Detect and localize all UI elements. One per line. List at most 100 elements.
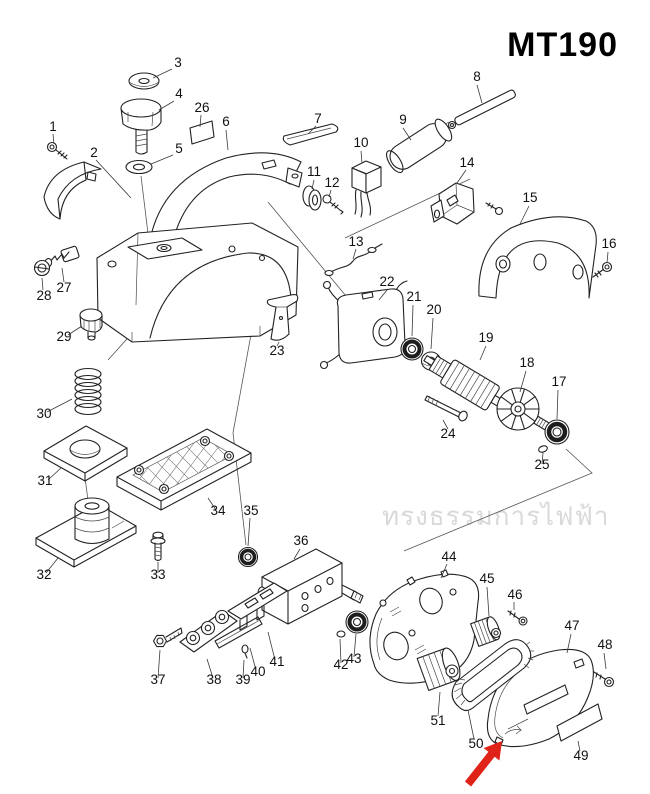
part-label-38: 38 — [206, 672, 221, 687]
part-label-35: 35 — [243, 503, 258, 518]
part-label-24: 24 — [440, 426, 456, 441]
part-5-washer: 5 — [125, 141, 183, 175]
part-26-label: 26 — [189, 100, 215, 145]
part-label-30: 30 — [36, 406, 51, 421]
part-15-rear-handle: 15 — [478, 190, 597, 299]
part-label-48: 48 — [597, 637, 612, 652]
watermark-text: ทรงธรรมการไฟฟ้า — [382, 501, 610, 531]
part-10-terminal-block: 10 — [351, 135, 382, 218]
part-label-46: 46 — [507, 587, 522, 602]
part-7-planer-blade: 7 — [282, 111, 339, 146]
part-label-1: 1 — [49, 119, 57, 134]
part-label-2: 2 — [90, 145, 98, 160]
part-4-knob: 4 — [120, 86, 183, 155]
part-label-44: 44 — [441, 549, 457, 564]
part-label-34: 34 — [210, 503, 226, 518]
part-label-16: 16 — [601, 236, 616, 251]
part-16-screw: 16 — [592, 236, 617, 278]
part-label-29: 29 — [56, 329, 71, 344]
part-33-screw: 33 — [150, 531, 166, 582]
part-45-drive-pulley: 45 — [470, 571, 502, 647]
part-41-set-plate: 41 — [227, 582, 288, 669]
main-housing-body — [96, 222, 299, 343]
part-label-43: 43 — [346, 651, 361, 666]
part-label-32: 32 — [36, 567, 51, 582]
part-label-41: 41 — [269, 654, 284, 669]
part-2-front-guard: 2 — [43, 145, 132, 220]
part-label-33: 33 — [150, 567, 165, 582]
part-label-12: 12 — [324, 175, 339, 190]
part-38-blade-clamp: 38 — [179, 609, 238, 687]
part-12-screw: 12 — [322, 175, 344, 215]
part-32-front-base: 32 — [35, 497, 137, 582]
part-18-fan: 18 — [496, 355, 553, 433]
part-17-ball-bearing: 17 — [544, 374, 570, 445]
part-46-screw: 46 — [507, 587, 528, 626]
part-28-cap: 28 — [33, 259, 52, 303]
part-6-housing-cover: 6 — [149, 114, 303, 242]
part-50-drive-belt: 50 — [451, 639, 534, 751]
part-label-17: 17 — [551, 374, 566, 389]
part-label-7: 7 — [314, 111, 322, 126]
part-1-screw: 1 — [46, 119, 68, 160]
part-label-36: 36 — [293, 533, 308, 548]
part-label-4: 4 — [175, 86, 183, 101]
part-9-roller: 9 — [371, 112, 453, 177]
part-27-adjusting-screw: 27 — [43, 245, 80, 295]
part-label-49: 49 — [573, 748, 588, 763]
part-label-26: 26 — [194, 100, 209, 115]
model-title: MT190 — [507, 26, 618, 64]
part-label-50: 50 — [468, 736, 483, 751]
part-51-driven-pulley: 51 — [416, 647, 461, 728]
part-label-11: 11 — [307, 164, 321, 179]
part-8-rod: 8 — [440, 69, 516, 132]
part-13-lead-wire: 13 — [324, 234, 383, 277]
part-label-47: 47 — [564, 618, 579, 633]
part-31-plate: 31 — [37, 425, 128, 488]
part-label-51: 51 — [430, 713, 445, 728]
part-label-45: 45 — [479, 571, 494, 586]
part-label-19: 19 — [478, 330, 493, 345]
part-34-rear-base: 34 — [116, 428, 252, 518]
part-40-blade: 40 — [214, 616, 266, 679]
part-21-ball-bearing: 21 — [400, 289, 424, 361]
part-label-23: 23 — [269, 343, 284, 358]
part-label-18: 18 — [519, 355, 534, 370]
part-35-ball-bearing: 35 — [237, 503, 259, 568]
part-label-37: 37 — [150, 672, 165, 687]
part-label-5: 5 — [175, 141, 183, 156]
part-label-28: 28 — [36, 288, 51, 303]
part-label-3: 3 — [174, 55, 182, 70]
part-29-knob: 29 — [56, 308, 103, 344]
part-label-13: 13 — [348, 234, 363, 249]
part-label-20: 20 — [426, 302, 441, 317]
part-label-9: 9 — [399, 112, 407, 127]
part-22-field: 22 — [319, 274, 408, 370]
part-37-bolt: 37 — [150, 627, 183, 687]
part-label-42: 42 — [333, 657, 348, 672]
part-label-10: 10 — [353, 135, 368, 150]
part-39-pin: 39 — [235, 644, 251, 687]
part-23-chip-guide: 23 — [266, 294, 299, 358]
part-label-14: 14 — [459, 155, 475, 170]
part-25-ring: 25 — [534, 445, 550, 472]
part-11-brush-holder: 11 — [302, 164, 322, 211]
part-label-22: 22 — [379, 274, 394, 289]
part-3-washer-disc: 3 — [128, 55, 182, 90]
part-label-25: 25 — [534, 457, 549, 472]
part-43-ball-bearing: 43 — [345, 610, 369, 666]
part-label-6: 6 — [222, 114, 230, 129]
part-label-27: 27 — [56, 280, 71, 295]
part-label-8: 8 — [473, 69, 481, 84]
part-24-bolt: 24 — [424, 395, 468, 441]
part-42-cap: 42 — [333, 630, 349, 672]
part-14-switch: 14 — [430, 155, 504, 225]
part-label-31: 31 — [37, 473, 52, 488]
red-arrow-icon — [464, 741, 502, 787]
red-arrow-annotation — [464, 741, 502, 787]
part-49-name-plate: 49 — [556, 703, 603, 763]
part-48-screw: 48 — [593, 637, 615, 688]
part-label-15: 15 — [522, 190, 537, 205]
